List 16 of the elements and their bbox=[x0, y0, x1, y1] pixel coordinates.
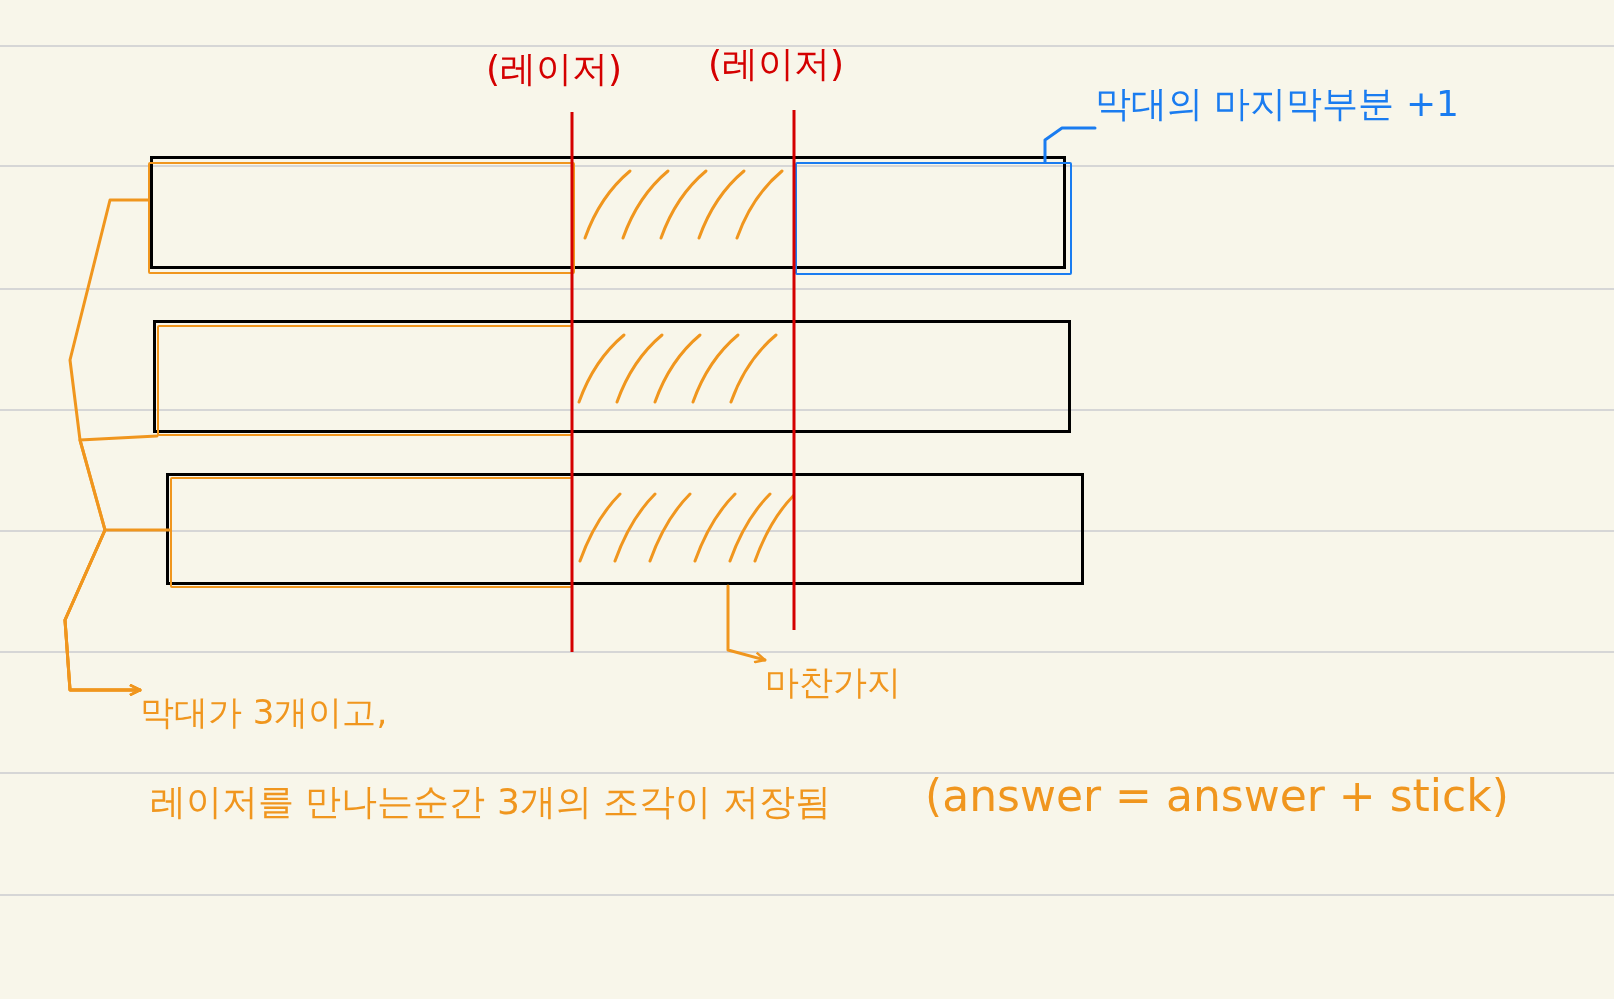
note-text: 레이저를 만나는순간 3개의 조각이 저장됨 bbox=[150, 780, 831, 824]
stick-end-segment bbox=[795, 162, 1072, 275]
stick-segment bbox=[157, 325, 573, 436]
stick-segment bbox=[170, 477, 573, 588]
arrow bbox=[726, 584, 767, 664]
laser-label: (레이저) bbox=[708, 42, 845, 86]
note-text: 마찬가지 bbox=[765, 660, 901, 706]
laser-label: (레이저) bbox=[486, 47, 623, 91]
leader-line bbox=[1043, 126, 1097, 164]
stick-bar bbox=[153, 320, 1071, 433]
arrow bbox=[63, 528, 172, 697]
formula-text: (answer = answer + stick) bbox=[925, 770, 1509, 821]
stick-segment bbox=[148, 162, 575, 274]
note-text: 막대가 3개이고, bbox=[140, 691, 388, 734]
stick-bar bbox=[166, 473, 1084, 585]
note-text: 막대의 마지막부분 +1 bbox=[1095, 80, 1459, 129]
